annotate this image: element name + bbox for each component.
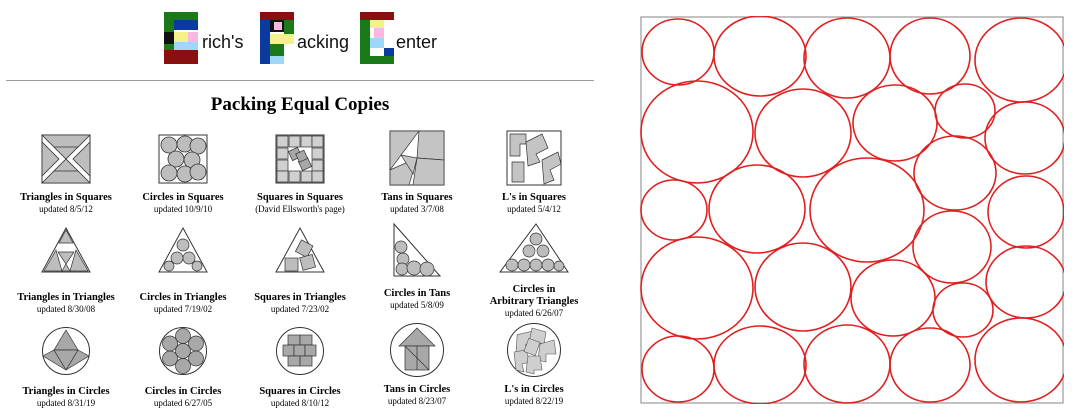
erichs-packing-center-banner[interactable]: rich's acking enter	[164, 12, 464, 68]
packing-circle	[803, 324, 891, 404]
packing-circle	[987, 175, 1065, 249]
caption-updated: updated 7/19/02	[153, 304, 213, 314]
caption-title: Squares in Triangles	[254, 292, 346, 303]
link-squares-in-squares[interactable]: Squares in Squares (David Ellsworth's pa…	[240, 134, 360, 215]
packing-circle	[803, 17, 891, 99]
link-triangles-in-squares[interactable]: Triangles in Squares updated 8/5/12	[6, 134, 126, 215]
caption-title: Circles in Circles	[144, 386, 222, 397]
caption-updated: updated 8/10/12	[270, 398, 330, 408]
packing-circle	[984, 101, 1066, 175]
link-circles-in-arbitrary-triangles[interactable]: Circles in Arbitrary Triangles updated 6…	[474, 222, 594, 319]
circle-packing-diagram	[640, 15, 1068, 405]
tans-in-circle-icon	[390, 323, 444, 377]
tans-in-square-icon	[389, 130, 445, 186]
link-circles-in-circles[interactable]: Circles in Circles updated 6/27/05	[123, 326, 243, 409]
circles-in-tan-icon	[393, 222, 442, 277]
caption-updated: updated 8/22/19	[504, 396, 564, 406]
link-triangles-in-triangles[interactable]: Triangles in Triangles updated 8/30/08	[6, 226, 126, 315]
caption-title: Triangles in Circles	[22, 386, 110, 397]
link-ls-in-circles[interactable]: L's in Circles updated 8/22/19	[474, 322, 594, 407]
ls-in-circle-icon	[507, 323, 561, 377]
caption-title: Squares in Squares	[257, 192, 343, 203]
packing-circle	[640, 236, 754, 340]
caption-updated: updated 10/9/10	[153, 204, 213, 214]
packing-circle	[932, 282, 994, 338]
caption-updated: updated 8/5/12	[39, 204, 93, 214]
link-circles-in-squares[interactable]: Circles in Squares updated 10/9/10	[123, 134, 243, 215]
link-circles-in-triangles[interactable]: Circles in Triangles updated 7/19/02	[123, 226, 243, 315]
logo-text-enter: enter	[396, 32, 438, 52]
packing-circle	[640, 179, 708, 241]
squares-in-square-icon	[275, 134, 325, 184]
link-tans-in-squares[interactable]: Tans in Squares updated 3/7/08	[357, 130, 477, 215]
caption-updated: updated 6/27/05	[153, 398, 213, 408]
packing-circle	[809, 157, 925, 263]
page-title: Packing Equal Copies	[210, 94, 390, 115]
caption-title: Triangles in Triangles	[17, 292, 115, 303]
triangles-in-square-icon	[41, 134, 91, 184]
packing-circle	[713, 325, 807, 405]
caption-updated: updated 8/30/08	[36, 304, 96, 314]
packing-circle	[641, 335, 715, 403]
ls-in-square-icon	[506, 130, 562, 186]
link-squares-in-circles[interactable]: Squares in Circles updated 8/10/12	[240, 326, 360, 409]
squares-in-triangle-icon	[275, 226, 325, 273]
caption-updated: updated 8/31/19	[36, 398, 96, 408]
triangles-in-circle-icon	[42, 327, 90, 375]
packing-circle	[934, 83, 996, 139]
caption-title: Triangles in Squares	[20, 192, 112, 203]
logo-block-p-icon	[260, 12, 294, 64]
packing-circle	[754, 242, 852, 332]
caption-title: L's in Squares	[502, 192, 566, 203]
caption-title: Circles in Triangles	[139, 292, 227, 303]
packing-circle	[708, 164, 806, 254]
circle-packing-illustration	[640, 15, 1068, 405]
caption-updated: updated 5/8/09	[390, 300, 444, 310]
packing-circle	[641, 18, 715, 86]
packing-circle	[713, 15, 807, 97]
packing-index-panel: rich's acking enter Packing Equal Copies	[6, 12, 594, 409]
caption-updated: updated 3/7/08	[390, 204, 444, 214]
packing-circle	[852, 84, 938, 162]
caption-title: Circles in Squares	[142, 192, 224, 203]
circles-in-square-icon	[158, 134, 208, 184]
caption-title: Tans in Circles	[383, 384, 451, 395]
caption-title: Circles in	[512, 284, 556, 295]
packing-circle	[640, 80, 754, 184]
logo-block-e-icon	[164, 12, 198, 64]
caption-updated: updated 7/23/02	[270, 304, 330, 314]
caption-updated: (David Ellsworth's page)	[255, 204, 345, 214]
packing-circle	[974, 317, 1068, 403]
packing-circle	[754, 88, 852, 178]
horizontal-rule	[6, 80, 594, 81]
circles-in-triangle-icon	[158, 226, 208, 273]
link-tans-in-circles[interactable]: Tans in Circles updated 8/23/07	[357, 322, 477, 407]
logo-text-acking: acking	[297, 32, 350, 52]
squares-in-circle-icon	[276, 327, 324, 375]
caption-updated: updated 6/26/07	[504, 308, 564, 318]
link-circles-in-tans[interactable]: Circles in Tans updated 5/8/09	[357, 222, 477, 311]
link-squares-in-triangles[interactable]: Squares in Triangles updated 7/23/02	[240, 226, 360, 315]
caption-title-line2: Arbitrary Triangles	[489, 296, 579, 307]
caption-updated: updated 8/23/07	[387, 396, 447, 406]
packing-circle	[913, 135, 997, 211]
packing-circle	[985, 245, 1067, 319]
packing-circle	[889, 327, 971, 403]
caption-title: Squares in Circles	[259, 386, 341, 397]
circles-in-arbitrary-triangle-icon	[499, 223, 569, 273]
triangles-in-triangle-icon	[41, 226, 91, 273]
packing-circle	[912, 210, 992, 284]
circles-in-circle-icon	[159, 327, 207, 375]
packing-circle	[889, 17, 971, 95]
link-ls-in-squares[interactable]: L's in Squares updated 5/4/12	[474, 130, 594, 215]
packing-circle	[974, 17, 1068, 103]
packing-circle	[850, 259, 936, 337]
caption-title: Tans in Squares	[381, 192, 453, 203]
caption-title: Circles in Tans	[383, 288, 451, 299]
caption-updated: updated 5/4/12	[507, 204, 561, 214]
caption-title: L's in Circles	[504, 384, 564, 395]
logo-block-c-icon	[360, 12, 394, 64]
logo-text-rich: rich's	[202, 32, 244, 52]
link-triangles-in-circles[interactable]: Triangles in Circles updated 8/31/19	[6, 326, 126, 409]
